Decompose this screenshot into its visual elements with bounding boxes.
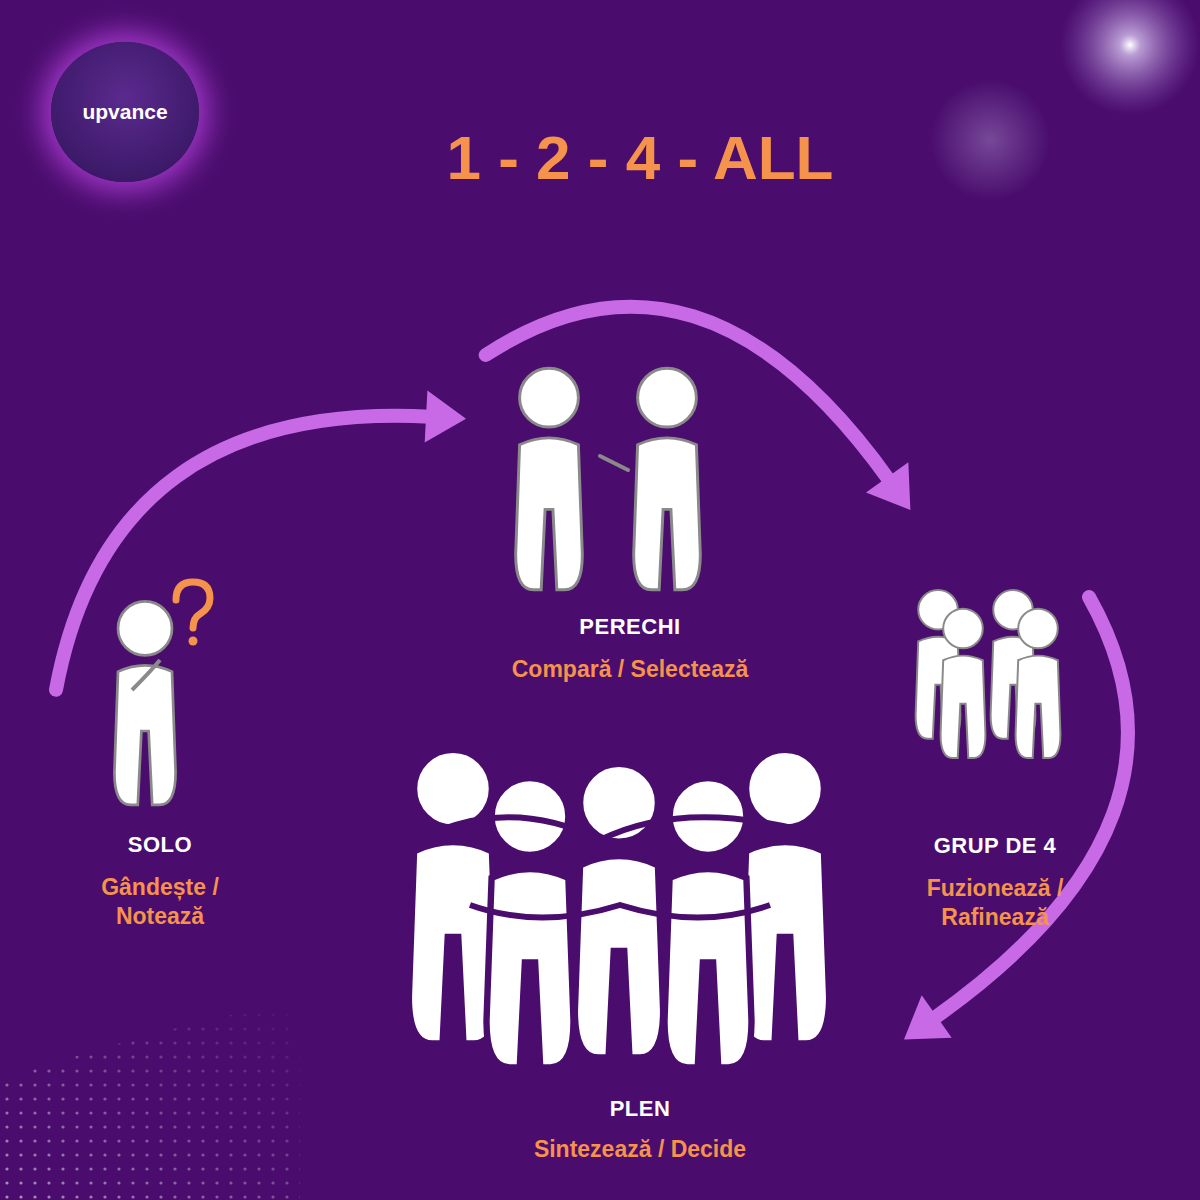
group-figures [916, 590, 1061, 758]
stage-name: GRUP DE 4 [901, 832, 1089, 860]
stage-node: SOLO Gândește / Notează [56, 575, 264, 945]
stage-node: GRUP DE 4 Fuzionează / Rafinează [901, 510, 1089, 945]
stage-name: SOLO [56, 831, 264, 859]
stage-action: Gândește / Notează [80, 873, 240, 931]
stage-name: PERECHI [466, 613, 794, 641]
curved-arrow [904, 597, 1128, 1040]
curved-arrow [486, 307, 911, 510]
logo-circle: upvance [51, 42, 199, 182]
logo-text: upvance [51, 99, 199, 125]
dot-texture [0, 990, 310, 1200]
diagram-title: 1 - 2 - 4 - ALL [300, 122, 980, 193]
solo-figure [114, 601, 175, 804]
pair-figures [516, 368, 701, 589]
stage-node: PLEN Sintezează / Decide [376, 735, 904, 1170]
stage-action: Sintezează / Decide [376, 1135, 904, 1164]
lens-flare [930, 80, 1050, 200]
plenary-figures [409, 750, 829, 1068]
lens-flare [1060, 0, 1200, 115]
question-mark [176, 582, 210, 646]
stage-action: Fuzionează / Rafinează [910, 874, 1080, 932]
stage-action: Compară / Selectează [466, 655, 794, 684]
curved-arrow [56, 391, 466, 690]
stage-node: PERECHI Compară / Selectează [466, 355, 794, 690]
stage-name: PLEN [376, 1095, 904, 1123]
